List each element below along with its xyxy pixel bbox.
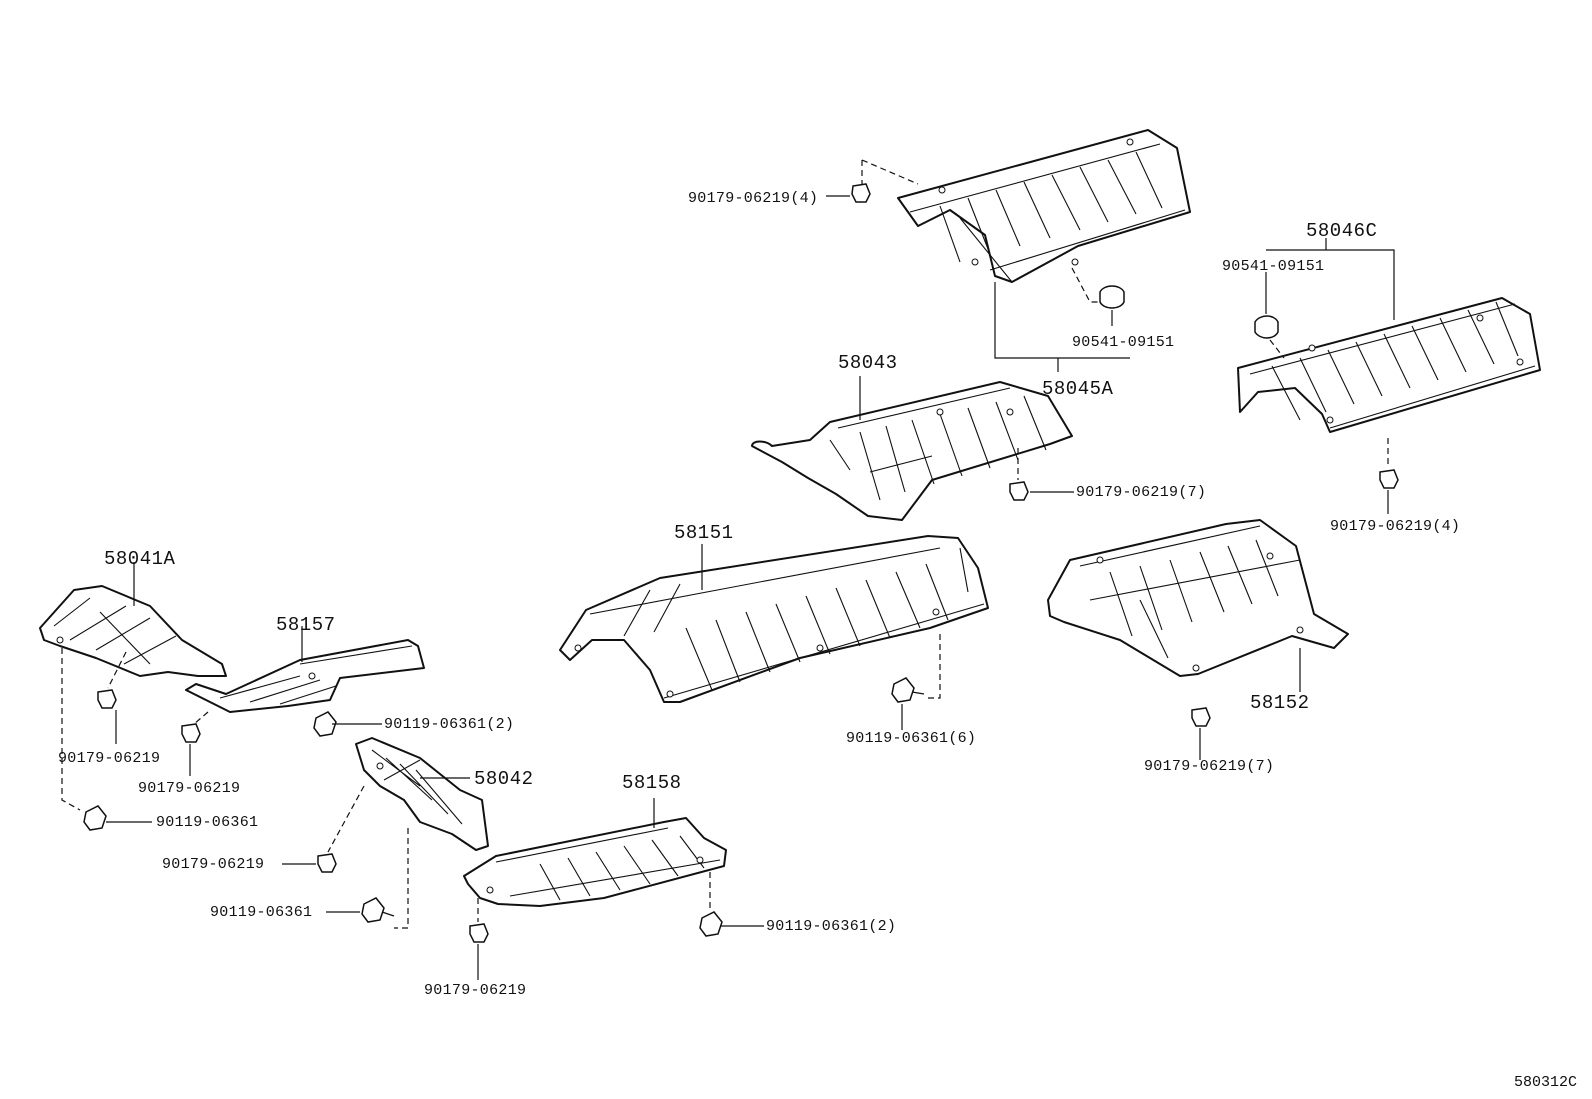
label-90179-06219-7-right: 90179-06219(7) [1144,758,1274,775]
label-90119-06361-2-left: 90119-06361(2) [384,716,514,733]
diagram-reference-code: 580312C [1514,1074,1577,1091]
label-90179-06219-left1: 90179-06219 [58,750,160,767]
part-58158-insulator[interactable] [463,817,727,907]
dashed-leader [193,711,209,725]
dashed-leader [861,159,919,185]
label-90179-06219-left2: 90179-06219 [138,780,240,797]
bolt-90119-06361-left2[interactable] [313,711,337,737]
dashed-leader [1269,339,1285,359]
label-90179-06219-58158: 90179-06219 [424,982,526,999]
label-58043: 58043 [838,352,898,374]
dashed-leader [61,648,81,811]
clip-90179-06219-left1[interactable] [97,689,117,709]
clip-90179-06219-right-low[interactable] [1191,707,1211,727]
nut-90541-09151-top[interactable] [1099,285,1125,309]
label-58045A: 58045A [1042,378,1114,400]
part-58043-insulator[interactable] [751,381,1073,521]
label-90119-06361-6: 90119-06361(6) [846,730,976,747]
part-58151-insulator[interactable] [559,535,989,703]
dashed-leader [1071,267,1098,303]
bolt-90119-06361-left[interactable] [83,805,107,831]
part-58041A-insulator[interactable] [39,585,227,677]
label-58157: 58157 [276,614,336,636]
label-90179-06219-4-right: 90179-06219(4) [1330,518,1460,535]
dashed-leader [107,651,127,689]
bracket-58045A [994,282,1130,372]
label-58158: 58158 [622,772,682,794]
dashed-leader [327,785,365,853]
part-58157-insulator[interactable] [185,639,425,713]
nut-90541-09151-right[interactable] [1254,315,1279,339]
clip-90179-06219-top[interactable] [851,183,871,203]
bolt-90119-06361-58158[interactable] [699,911,723,937]
label-90541-09151-right: 90541-09151 [1222,258,1324,275]
part-58152-insulator[interactable] [1047,519,1349,677]
label-58151: 58151 [674,522,734,544]
label-58152: 58152 [1250,692,1310,714]
clip-90179-06219-right[interactable] [1379,469,1399,489]
label-58046C: 58046C [1306,220,1377,242]
part-58046C-insulator[interactable] [1237,297,1541,433]
clip-90179-06219-58158[interactable] [469,923,489,943]
clip-90179-06219-left2[interactable] [181,723,201,743]
bolt-90119-06361-58042[interactable] [361,897,395,923]
label-90179-06219-7-mid: 90179-06219(7) [1076,484,1206,501]
label-90541-09151-top: 90541-09151 [1072,334,1174,351]
part-58042-insulator[interactable] [355,737,489,851]
bracket-58046C [1266,238,1395,320]
dashed-leader [394,828,409,929]
clip-90179-06219-mid[interactable] [1009,481,1029,501]
label-90119-06361-58042: 90119-06361 [210,904,312,921]
clip-90179-06219-58042[interactable] [317,853,337,873]
bolt-90119-06361-mid[interactable] [891,677,925,703]
label-90119-06361-left: 90119-06361 [156,814,258,831]
part-58045A-insulator[interactable] [897,129,1191,283]
dashed-leader [924,634,941,699]
label-90119-06361-2-58158: 90119-06361(2) [766,918,896,935]
label-58042: 58042 [474,768,534,790]
label-90179-06219-58042: 90179-06219 [162,856,264,873]
label-90179-06219-4-top: 90179-06219(4) [688,190,818,207]
label-58041A: 58041A [104,548,176,570]
